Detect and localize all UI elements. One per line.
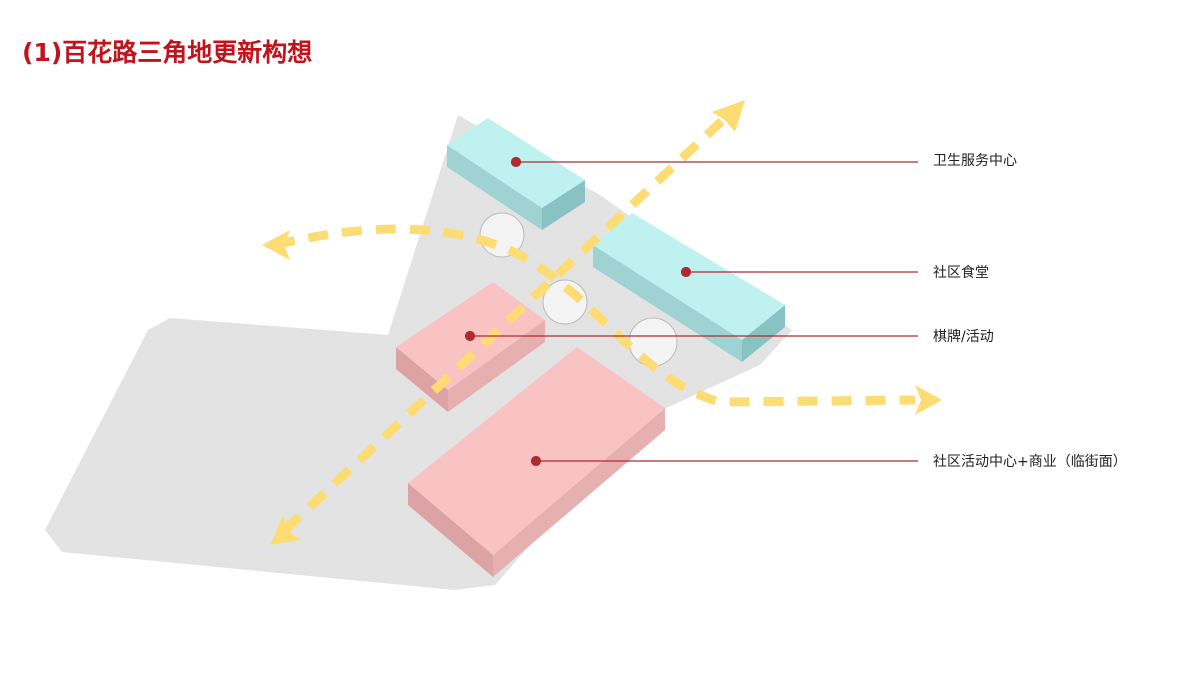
label-health-center: 卫生服务中心 [933, 153, 1017, 169]
activity-center-block [408, 347, 665, 577]
label-activity-commerce: 社区活动中心+商业（临街面） [933, 454, 1127, 470]
canteen-block [593, 213, 785, 362]
label-canteen: 社区食堂 [933, 265, 989, 281]
arrow-head-icon [262, 100, 942, 545]
label-chess-activity: 棋牌/活动 [933, 329, 994, 345]
tree-icon [479, 212, 678, 367]
flow-arrow-curved [273, 224, 916, 407]
leader-lines [464, 156, 918, 467]
page-title: (1)百花路三角地更新构想 [22, 38, 313, 67]
